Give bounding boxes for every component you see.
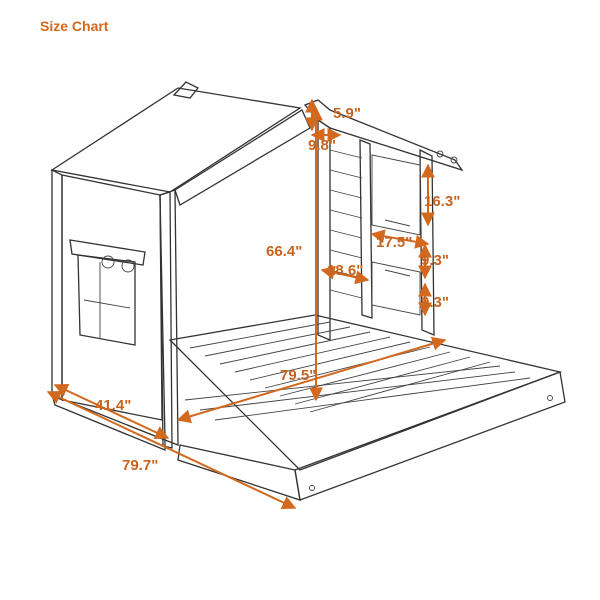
dim-window-height: 16.3" (424, 193, 460, 210)
dim-window-width: 17.5" (376, 234, 412, 251)
dim-shelf-width: 18.6" (327, 262, 363, 279)
dim-side-depth: 41.4" (95, 397, 131, 414)
dim-overall-height: 66.4" (266, 243, 302, 260)
size-chart-title: Size Chart (40, 18, 109, 34)
dim-bed-width: 79.5" (280, 367, 316, 384)
dim-roof-peak: 5.9" (333, 105, 361, 122)
dim-shelf-gap-upper: 9.3" (421, 252, 449, 269)
dim-shelf-gap-lower: 9.3" (421, 294, 449, 311)
dimension-arrows (46, 98, 447, 509)
dim-overall-length: 79.7" (122, 457, 158, 474)
dim-roof-width: 9.8" (308, 137, 336, 154)
